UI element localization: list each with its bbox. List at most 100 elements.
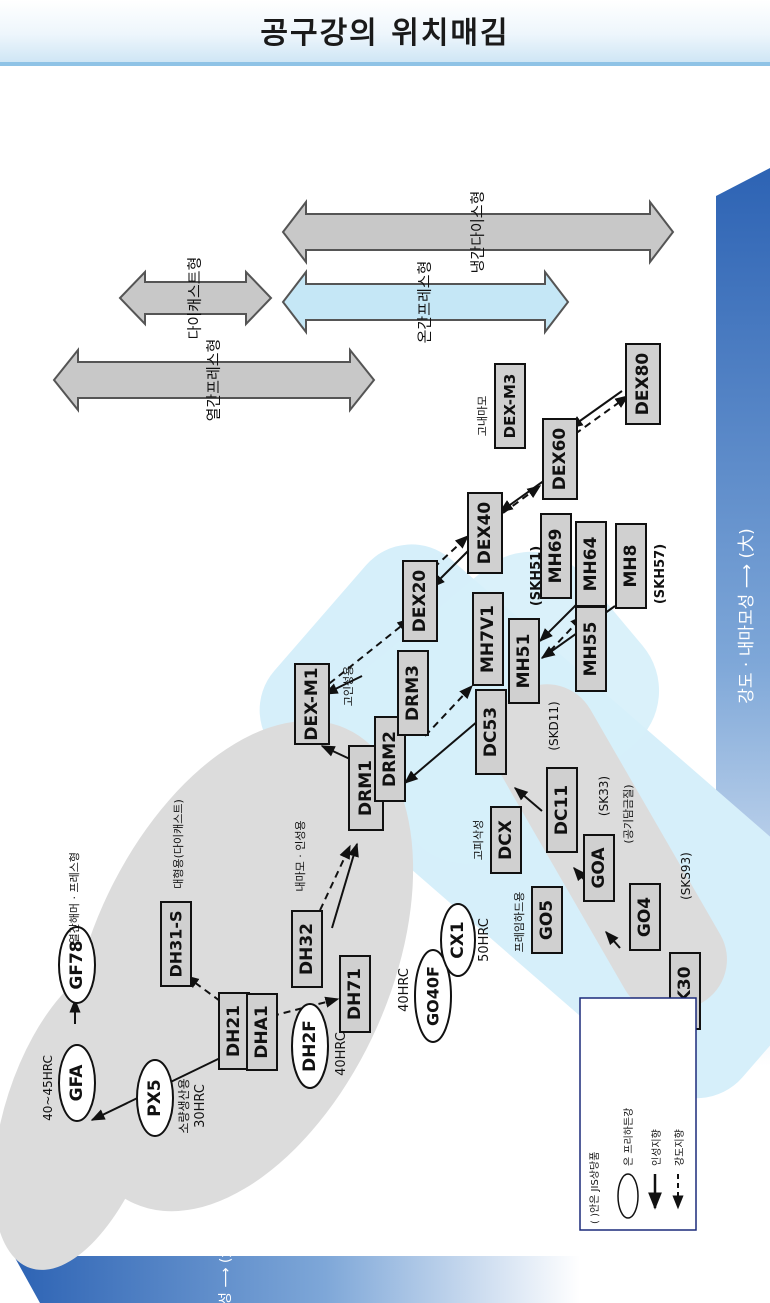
box-dh21: DH21 [218, 992, 250, 1070]
legend-dashed-note: 강도지향 [674, 1129, 686, 1166]
arrow-dex60-dex40 [498, 479, 546, 513]
box-dex40: DEX40 [467, 492, 503, 574]
arrow-dc11-dcx [513, 787, 543, 812]
note-sk33: (SK33) [597, 776, 611, 816]
box-mh69: MH69 [540, 513, 572, 599]
box-mh51-label: MH51 [514, 634, 534, 689]
band-cold-die-label: 냉간다이스형 [469, 191, 487, 274]
box-dex-m1-label: DEX-M1 [302, 667, 322, 740]
note-dcx-use: 고피삭성 [472, 820, 485, 860]
box-dh71-label: DH71 [345, 968, 365, 1020]
note-gf78-use: 열간해머 · 프레스형 [67, 852, 81, 943]
box-dex20-label: DEX20 [410, 570, 430, 633]
oval-gfa-label: GFA [67, 1064, 87, 1102]
oval-cx1: CX1 [440, 903, 476, 977]
oval-dh2f: DH2F [291, 1003, 329, 1089]
box-dex80-label: DEX80 [633, 353, 653, 416]
note-hrc-40-go40f: 40HRC [397, 968, 412, 1012]
legend-oval-note: 은 프리하든강 [622, 1108, 635, 1166]
strength-axis-label: 강도 · 내마모성 ⟶ (大) [737, 528, 757, 704]
note-skh57: (SKH57) [653, 544, 668, 604]
box-drm3-label: DRM3 [403, 665, 423, 721]
box-dex-m3: DEX-M3 [494, 363, 526, 449]
box-mh55-label: MH55 [581, 622, 601, 677]
box-dha1: DHA1 [246, 993, 278, 1071]
box-go5-label: GO5 [537, 900, 557, 940]
arrow-dex80-dex60 [568, 390, 623, 429]
box-dh71: DH71 [339, 955, 371, 1033]
oval-gf78: GF78 [58, 926, 96, 1004]
note-drm-use: 고인성용 [342, 666, 355, 706]
process-bands: 열간프레스형 다이캐스트형 온간프레스형 냉간다이스형 [52, 191, 675, 421]
box-dc53: DC53 [475, 689, 507, 775]
dash-dex20-dex40 [424, 535, 470, 577]
box-dc11-label: DC11 [552, 785, 572, 835]
box-mh8: MH8 [615, 523, 647, 609]
band-die-cast-label: 다이캐스트형 [186, 257, 204, 340]
box-go4: GO4 [629, 883, 661, 951]
note-skd11: (SKD11) [547, 701, 561, 750]
annotations: 열간해머 · 프레스형 40~45HRC 소량생산용 30HRC 40HRC 4… [41, 396, 693, 1134]
box-dex80: DEX80 [625, 343, 661, 425]
legend-oval-icon [617, 1173, 639, 1219]
band-die-cast: 다이캐스트형 [118, 257, 273, 340]
box-dh21-label: DH21 [224, 1005, 244, 1057]
oval-go40f: GO40F [414, 949, 452, 1043]
oval-go40f-label: GO40F [424, 966, 443, 1026]
note-dh31s-use: 대형용(다이캐스트) [172, 799, 185, 889]
box-dh31s: DH31-S [160, 901, 192, 987]
page-header: 공구강의 위치매김 [0, 0, 770, 66]
box-dh31s-label: DH31-S [167, 910, 186, 977]
note-dexm3-use: 고내마모 [476, 396, 489, 436]
box-dcx-label: DCX [496, 820, 516, 860]
box-dc53-label: DC53 [481, 707, 501, 757]
box-dex40-label: DEX40 [475, 502, 495, 565]
dash-dex60-dex80 [574, 395, 630, 435]
dash-dex40-dex60 [502, 485, 542, 514]
band-warm-press: 온간프레스형 [281, 261, 570, 344]
note-hrc-40-dh2f: 40HRC [334, 1032, 349, 1076]
oval-px5-label: PX5 [145, 1079, 165, 1116]
box-goa: GOA [583, 834, 615, 902]
box-dex-m3-label: DEX-M3 [501, 374, 519, 439]
box-dc11: DC11 [546, 767, 578, 853]
box-dh32-label: DH32 [297, 923, 317, 975]
box-drm1-label: DRM1 [356, 760, 376, 816]
box-dex20: DEX20 [402, 560, 438, 642]
box-dex-m1: DEX-M1 [294, 663, 330, 745]
note-hrc-30: 30HRC [193, 1084, 208, 1128]
steel-positioning-diagram: 강도 · 내마모성 ⟶ (大) 인성 ⟶ (大) 열간프레스형 다이캐스트형 온… [0, 168, 770, 1303]
note-skh51: (SKH51) [529, 546, 544, 606]
box-mh8-label: MH8 [621, 545, 641, 588]
box-mh64: MH64 [575, 521, 607, 607]
box-goa-label: GOA [589, 847, 609, 889]
prehardened-ovals: GFA GF78 PX5 DH2F GO40F CX1 [58, 903, 476, 1137]
box-go5: GO5 [531, 886, 563, 954]
box-mh64-label: MH64 [581, 536, 601, 591]
toughness-axis-label: 인성 ⟶ (大) [218, 1238, 234, 1303]
grade-boxes: DEX-M1 DEX20 DEX40 DEX60 DEX80 DEX-M3 DR… [160, 343, 701, 1071]
legend: ( )안은 JIS상당품 은 프리하든강 인성지향 강도지향 [579, 997, 697, 1231]
band-cold-die: 냉간다이스형 [281, 191, 675, 274]
note-goa: (공기담금질) [622, 784, 635, 843]
note-hrc-50: 50HRC [477, 918, 492, 962]
note-px5-use: 소량생산용 [177, 1078, 191, 1133]
arrow-dh71-drm1 [331, 842, 359, 929]
band-warm-press-label: 온간프레스형 [416, 261, 434, 344]
arrow-dex20-dexm1 [323, 675, 363, 695]
box-mh7v1: MH7V1 [472, 592, 504, 686]
box-dex60-label: DEX60 [550, 428, 570, 491]
note-go5-use: 프레임하드용 [512, 892, 526, 953]
oval-gfa: GFA [58, 1044, 96, 1122]
legend-solid-note: 인성지향 [651, 1129, 663, 1166]
box-mh51: MH51 [508, 618, 540, 704]
band-hot-press: 열간프레스형 [52, 339, 376, 421]
note-sks93: (SKS93) [679, 852, 693, 900]
box-mh7v1-label: MH7V1 [478, 605, 498, 673]
page-title: 공구강의 위치매김 [260, 16, 510, 51]
box-dh32: DH32 [291, 910, 323, 988]
oval-gf78-label: GF78 [67, 940, 87, 989]
box-drm3: DRM3 [397, 650, 429, 736]
arrow-mh64-mh51 [539, 600, 581, 642]
box-mh55: MH55 [575, 606, 607, 692]
